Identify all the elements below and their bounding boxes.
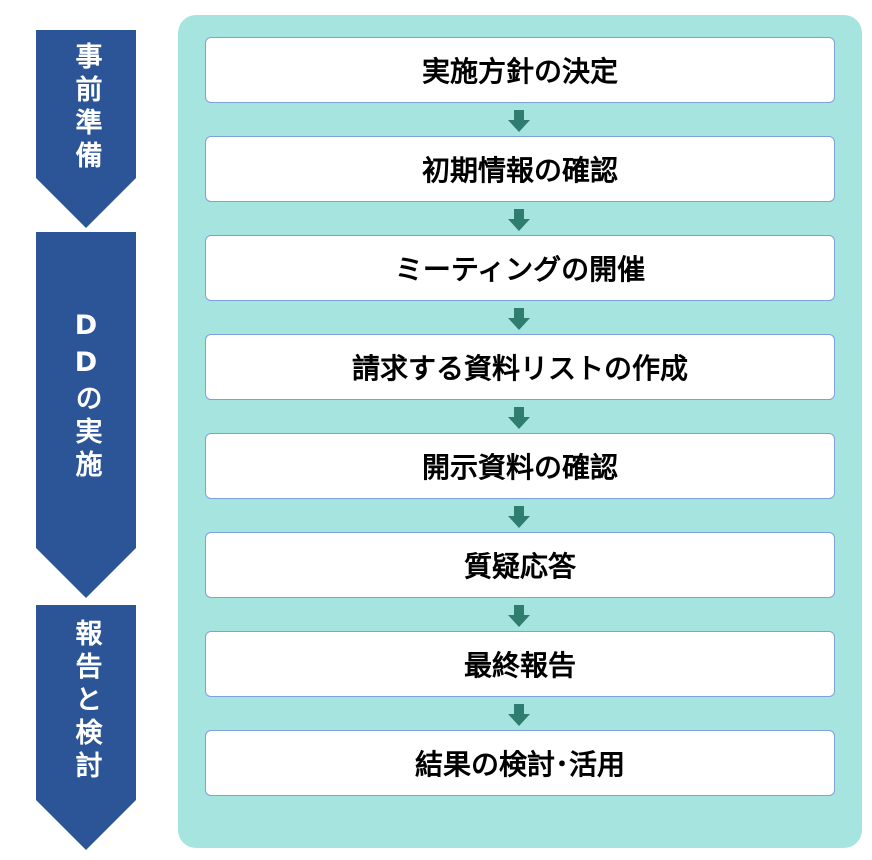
phase-preparation: 事前準備 [36, 30, 136, 228]
down-arrow-icon [508, 704, 530, 726]
down-arrow-icon [508, 308, 530, 330]
process-step-label: 開示資料の確認 [421, 451, 618, 484]
process-step-label: 質疑応答 [463, 550, 576, 583]
process-step-label: 請求する資料リストの作成 [351, 352, 688, 385]
phase-label: 報告と検討 [70, 619, 102, 784]
down-arrow-icon [508, 110, 530, 132]
down-arrow-icon [508, 209, 530, 231]
down-arrow-icon [508, 407, 530, 429]
process-step: 最終報告 [205, 631, 835, 697]
process-step: 実施方針の決定 [205, 37, 835, 103]
process-step: 質疑応答 [205, 532, 835, 598]
phase-label: 事前準備 [70, 42, 102, 174]
down-arrow-icon [508, 605, 530, 627]
process-step: 結果の検討･活用 [205, 730, 835, 796]
process-step-label: 実施方針の決定 [421, 55, 618, 88]
phase-report: 報告と検討 [36, 605, 136, 850]
process-step-label: 最終報告 [463, 649, 576, 682]
down-arrow-icon [508, 506, 530, 528]
phase-execution: DDの実施 [36, 232, 136, 598]
process-step: 開示資料の確認 [205, 433, 835, 499]
process-step: 初期情報の確認 [205, 136, 835, 202]
process-step: ミーティングの開催 [205, 235, 835, 301]
process-panel: 実施方針の決定初期情報の確認ミーティングの開催請求する資料リストの作成開示資料の… [178, 15, 862, 848]
process-step: 請求する資料リストの作成 [205, 334, 835, 400]
phase-label: DDの実施 [70, 310, 102, 483]
process-step-label: 初期情報の確認 [421, 154, 618, 187]
process-step-label: 結果の検討･活用 [414, 748, 625, 781]
process-step-label: ミーティングの開催 [394, 253, 646, 286]
